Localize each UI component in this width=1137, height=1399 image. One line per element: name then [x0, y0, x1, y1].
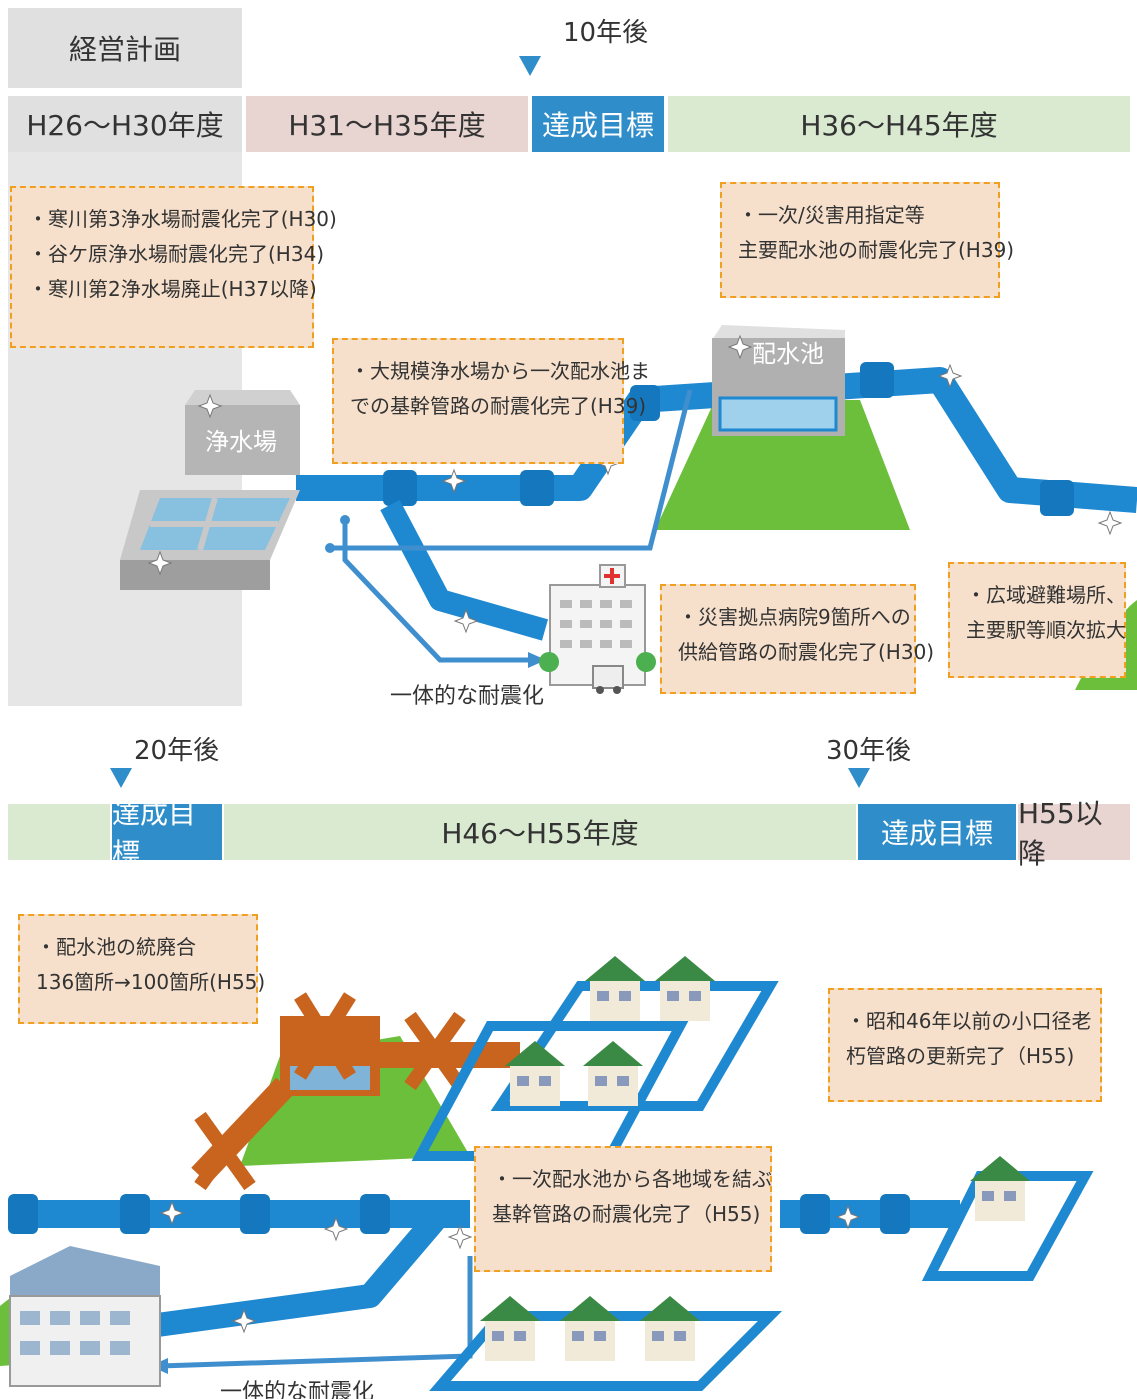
water-treatment-plant-icon: 浄水場 — [120, 390, 300, 590]
note-line: 136箇所→100箇所(H55) — [36, 970, 266, 994]
pipe-joint — [800, 1194, 830, 1234]
note-line: 供給管路の耐震化完了(H30) — [678, 640, 935, 664]
abandoned-x-icon — [191, 992, 520, 1191]
note-line: ・災害拠点病院9箇所への — [678, 605, 911, 629]
note-trunk: ・大規模浄水場から一次配水池ま での基幹管路の耐震化完了(H39) — [332, 338, 650, 464]
integrated-caption: 一体的な耐震化 — [220, 1380, 375, 1399]
note-line: ・一次配水池から各地域を結ぶ — [492, 1167, 772, 1191]
sparkle-icons — [147, 334, 1123, 634]
note-line: ・大規模浄水場から一次配水池ま — [350, 359, 650, 383]
pipe-joint — [630, 385, 660, 421]
period-h31-h35: H31～H35年度 — [246, 96, 528, 152]
period-after-h55: H55以降 — [1018, 797, 1130, 870]
period-h26-h30: H26～H30年度 — [8, 96, 242, 152]
milestone-10-years: 10年後 — [563, 18, 649, 48]
school-branch-pipe — [148, 1206, 450, 1338]
note-line: ・一次/災害用指定等 — [738, 203, 925, 227]
milestone-30-years: 30年後 — [826, 736, 912, 766]
note-line: ・配水池の統廃合 — [36, 935, 196, 959]
note-line: ・谷ケ原浄水場耐震化完了(H34) — [28, 242, 325, 266]
distribution-reservoir-icon: 配水池 — [712, 325, 845, 436]
school-icon — [9, 1246, 161, 1387]
note-line: ・寒川第2浄水場廃止(H37以降) — [28, 277, 317, 301]
plant-label: 浄水場 — [205, 428, 277, 456]
target-badge: 達成目標 — [532, 96, 664, 152]
integrated-caption: 一体的な耐震化 — [390, 684, 545, 706]
note-line: 朽管路の更新完了（H55) — [846, 1044, 1075, 1068]
note-line: 主要駅等順次拡大 — [966, 618, 1126, 642]
period-h36-h45: H36～H45年度 — [668, 96, 1130, 152]
pipe-joint — [8, 1194, 38, 1234]
house-icon — [480, 956, 1030, 1361]
pipe-joint — [360, 1194, 390, 1234]
pipe-joint — [1040, 480, 1074, 516]
pipe-end-icon — [340, 515, 350, 525]
note-line: 主要配水池の耐震化完了(H39) — [738, 238, 1015, 262]
milestone-marker-icon — [110, 768, 132, 788]
note-line: ・昭和46年以前の小口径老 — [846, 1009, 1092, 1033]
milestone-marker-icon — [848, 768, 870, 788]
pipe-joint — [880, 1194, 910, 1234]
bottom-panel: 20年後 30年後 達成目標 H46～H55年度 達成目標 H55以降 — [0, 716, 1137, 1399]
pipe-joint — [383, 470, 417, 506]
note-old-pipes: ・昭和46年以前の小口径老 朽管路の更新完了（H55) — [828, 988, 1102, 1102]
note-line: 基幹管路の耐震化完了（H55) — [492, 1202, 761, 1226]
note-reservoir: ・一次/災害用指定等 主要配水池の耐震化完了(H39) — [720, 182, 1015, 298]
plan-label: 経営計画 — [8, 8, 242, 88]
note-shelter: ・広域避難場所、 主要駅等順次拡大 — [948, 562, 1126, 678]
hospital-branch-pipe — [380, 499, 549, 641]
pipe-joint — [520, 470, 554, 506]
pipe-end-icon — [325, 543, 335, 553]
milestone-20-years: 20年後 — [134, 736, 220, 766]
pipe-joint — [240, 1194, 270, 1234]
note-hospital: ・災害拠点病院9箇所への 供給管路の耐震化完了(H30) — [660, 584, 935, 694]
distribution-lines — [330, 389, 693, 663]
bottom-illustration — [0, 956, 1094, 1391]
top-panel: 経営計画 10年後 H26～H30年度 H31～H35年度 達成目標 H36～H… — [8, 8, 1137, 706]
note-line: ・寒川第3浄水場耐震化完了(H30) — [28, 207, 337, 231]
reservoir-label: 配水池 — [752, 340, 824, 368]
pipe-joint — [860, 362, 894, 398]
period-h46-h55: H46～H55年度 — [224, 804, 856, 860]
arrow-icon — [528, 652, 546, 668]
top-illustration: 浄水場 配水池 — [120, 325, 1137, 694]
milestone-marker-icon — [519, 56, 541, 76]
note-line: ・広域避難場所、 — [966, 583, 1126, 607]
pipe-joint — [120, 1194, 150, 1234]
note-line: での基幹管路の耐震化完了(H39) — [350, 394, 647, 418]
sparkle-icons — [159, 1200, 861, 1334]
target-badge: 達成目標 — [858, 804, 1016, 860]
note-plants: ・寒川第3浄水場耐震化完了(H30) ・谷ケ原浄水場耐震化完了(H34) ・寒川… — [10, 186, 337, 348]
ambulance-icon — [592, 665, 624, 694]
period-pre-target — [8, 804, 110, 860]
note-consolidation: ・配水池の統廃合 136箇所→100箇所(H55) — [18, 914, 266, 1024]
note-trunk: ・一次配水池から各地域を結ぶ 基幹管路の耐震化完了（H55) — [474, 1146, 772, 1272]
